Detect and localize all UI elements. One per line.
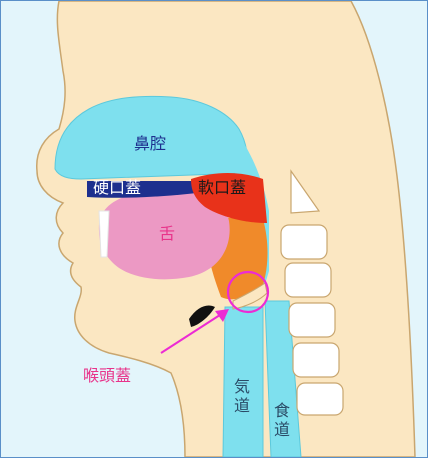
label-esophagus: 食道 — [273, 401, 290, 439]
vertebra-5 — [296, 382, 344, 416]
esophagus — [264, 300, 302, 457]
tongue — [98, 190, 230, 280]
nasal-cavity — [54, 95, 249, 180]
arrow-head-icon — [215, 309, 229, 322]
epiglottis-arrow — [160, 312, 224, 354]
label-tongue: 舌 — [159, 224, 176, 243]
trachea — [222, 306, 264, 457]
label-epiglottis: 喉頭蓋 — [83, 366, 132, 385]
larynx-dot — [189, 305, 215, 327]
label-trachea: 気道 — [233, 377, 250, 415]
vertebra-1 — [280, 224, 328, 260]
epiglottis-highlight-circle — [226, 270, 270, 314]
label-nasal-cavity: 鼻腔 — [134, 134, 167, 153]
label-soft-palate: 軟口蓋 — [198, 178, 247, 197]
vertebra-4 — [292, 342, 340, 378]
cervical-spine — [280, 169, 344, 416]
vertebra-process — [290, 169, 321, 214]
vertebra-3 — [288, 302, 336, 338]
hard-palate-shape — [87, 181, 197, 198]
vertebra-2 — [284, 262, 332, 298]
label-hard-palate: 硬口蓋 — [93, 178, 142, 197]
soft-palate-shape — [191, 173, 267, 223]
upper-teeth — [98, 210, 110, 258]
